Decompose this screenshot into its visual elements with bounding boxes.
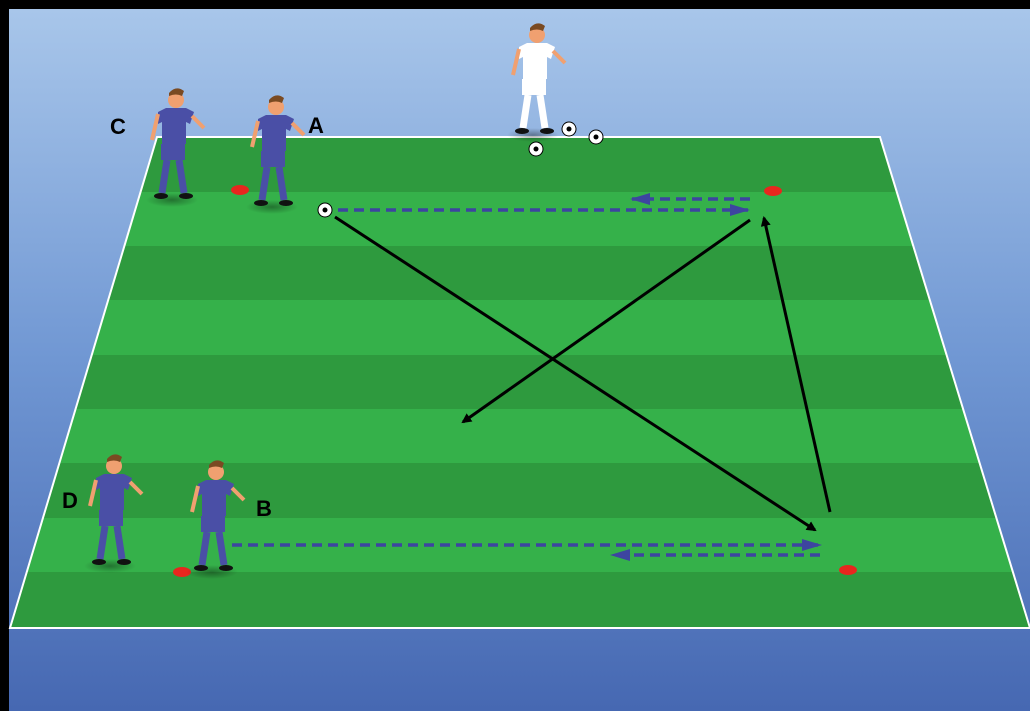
cone	[173, 567, 191, 577]
balls	[317, 121, 604, 218]
player-label-d: D	[62, 488, 78, 513]
run-arrows	[232, 193, 822, 561]
pass-arrow	[334, 215, 817, 532]
cone	[839, 565, 857, 575]
pitch-boundary	[8, 136, 1030, 629]
player-b	[186, 460, 246, 579]
player-a	[246, 95, 306, 214]
cones	[173, 185, 857, 577]
ball-icon	[588, 129, 604, 145]
pass-arrow	[760, 216, 832, 513]
player-label-b: B	[256, 496, 272, 521]
player-label-c: C	[110, 114, 126, 139]
player-coach	[507, 23, 567, 142]
ball-icon	[317, 202, 333, 218]
players	[84, 23, 567, 579]
ball-icon	[561, 121, 577, 137]
pass-arrow	[461, 218, 751, 424]
cone	[231, 185, 249, 195]
cone	[764, 186, 782, 196]
player-label-a: A	[308, 113, 324, 138]
ball-icon	[528, 141, 544, 157]
player-d	[84, 454, 144, 573]
pass-arrows	[334, 215, 832, 532]
player-c	[146, 88, 206, 207]
